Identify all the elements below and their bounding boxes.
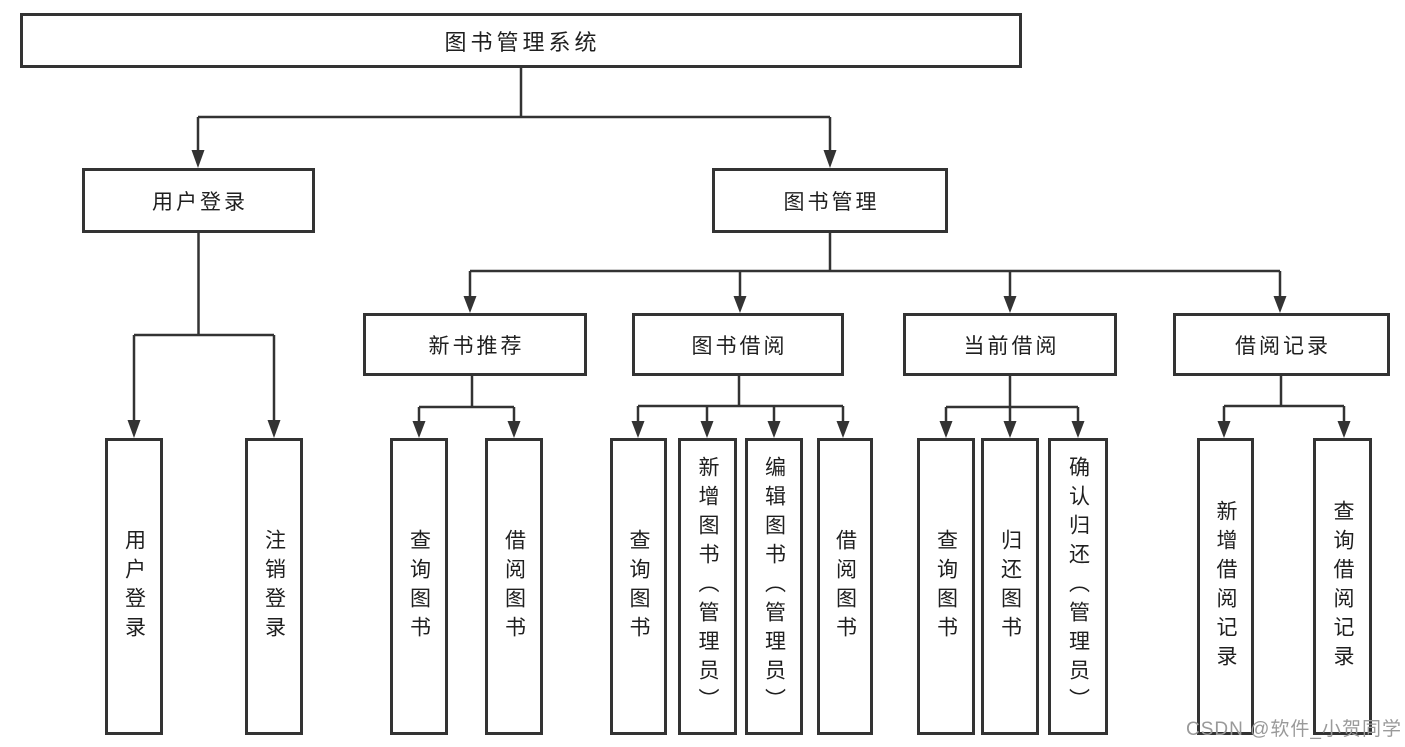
node-br-add-record: 新增借阅记录 <box>1197 438 1254 735</box>
node-br-query-record: 查询借阅记录 <box>1313 438 1372 735</box>
node-root: 图书管理系统 <box>20 13 1022 68</box>
node-user-login: 用户登录 <box>82 168 315 233</box>
node-book-borrow: 图书借阅 <box>632 313 844 376</box>
node-cb-return-book: 归还图书 <box>981 438 1039 735</box>
node-current-borrow: 当前借阅 <box>903 313 1117 376</box>
csdn-watermark: CSDN @软件_小贺同学 <box>1186 719 1402 740</box>
connector-user-login-children <box>127 233 281 438</box>
node-book-borrow-label: 图书借阅 <box>691 334 788 358</box>
node-borrow-records: 借阅记录 <box>1173 313 1390 376</box>
connector-book-management-children <box>463 233 1287 313</box>
node-new-book-recommend-label: 新书推荐 <box>428 334 525 358</box>
node-borrow-records-label: 借阅记录 <box>1235 334 1331 358</box>
node-cb-confirm-return-admin-label: 确认归还（管理员） <box>1066 456 1090 717</box>
node-cb-return-book-label: 归还图书 <box>998 528 1022 645</box>
node-bb-add-book-admin: 新增图书（管理员） <box>678 438 737 735</box>
node-ul-logout-label: 注销登录 <box>262 528 286 645</box>
node-ul-user-login-label: 用户登录 <box>122 528 146 645</box>
node-bb-borrow-book-label: 借阅图书 <box>833 528 857 645</box>
node-cb-query-book: 查询图书 <box>917 438 975 735</box>
node-ul-user-login: 用户登录 <box>105 438 163 735</box>
connector-new-book-recommend-children <box>412 376 521 438</box>
node-cb-confirm-return-admin: 确认归还（管理员） <box>1048 438 1108 735</box>
node-bb-query-book-label: 查询图书 <box>627 528 650 645</box>
node-new-book-recommend: 新书推荐 <box>363 313 587 376</box>
node-bb-edit-book-admin: 编辑图书（管理员） <box>745 438 803 735</box>
node-root-label: 图书管理系统 <box>444 29 601 55</box>
node-nb-borrow-book: 借阅图书 <box>485 438 543 735</box>
connector-book-borrow-children <box>631 376 850 438</box>
node-user-login-label: 用户登录 <box>152 190 248 214</box>
node-br-add-record-label: 新增借阅记录 <box>1214 499 1237 674</box>
node-book-management-label: 图书管理 <box>783 190 880 214</box>
node-nb-borrow-book-label: 借阅图书 <box>502 528 526 645</box>
node-nb-query-book: 查询图书 <box>390 438 448 735</box>
node-book-management: 图书管理 <box>712 168 948 233</box>
node-bb-query-book: 查询图书 <box>610 438 667 735</box>
node-ul-logout: 注销登录 <box>245 438 303 735</box>
node-nb-query-book-label: 查询图书 <box>407 528 431 645</box>
connector-borrow-records-children <box>1217 376 1351 438</box>
connector-current-borrow-children <box>939 376 1085 438</box>
node-bb-edit-book-admin-label: 编辑图书（管理员） <box>762 456 786 717</box>
connector-root-to-level2 <box>191 68 837 168</box>
node-br-query-record-label: 查询借阅记录 <box>1331 499 1354 674</box>
node-cb-query-book-label: 查询图书 <box>934 528 958 645</box>
node-bb-add-book-admin-label: 新增图书（管理员） <box>696 456 719 717</box>
node-bb-borrow-book: 借阅图书 <box>817 438 873 735</box>
node-current-borrow-label: 当前借阅 <box>963 334 1060 358</box>
